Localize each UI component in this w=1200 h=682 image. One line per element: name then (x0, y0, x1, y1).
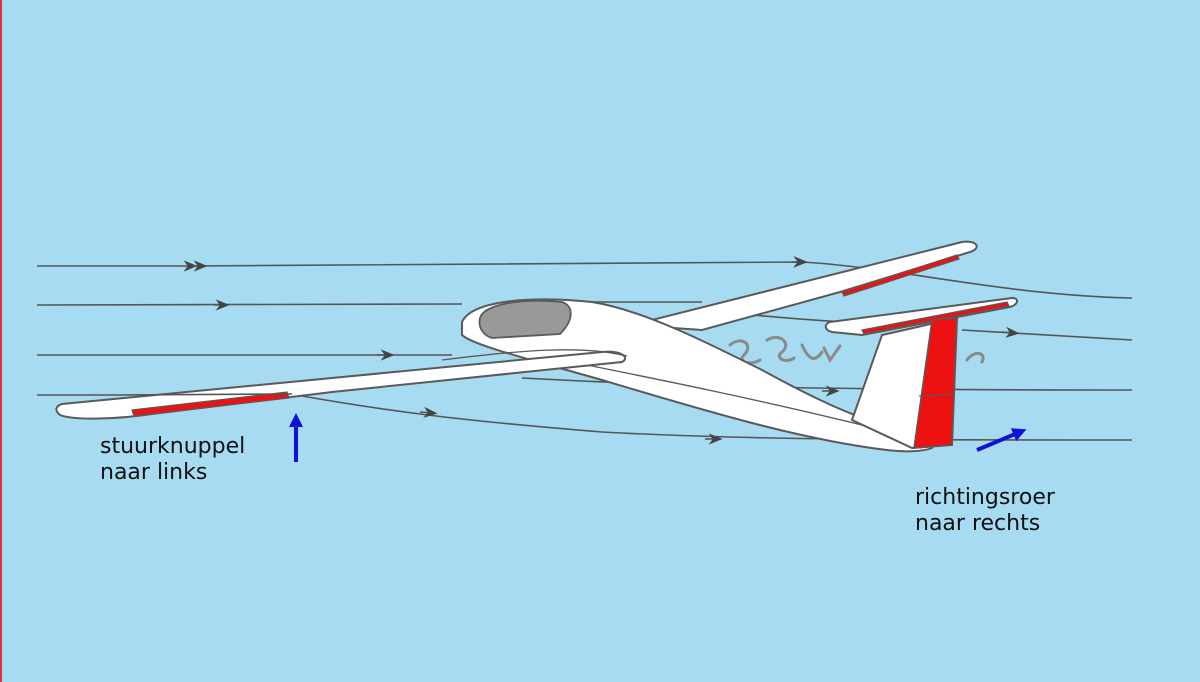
stick-left-label-line-2: naar links (100, 460, 208, 485)
rudder-right-label-line-1: richtingsroer (915, 485, 1055, 510)
near-wing (55, 349, 628, 420)
stick-left-label: stuurknuppel naar links (100, 434, 245, 486)
far-aileron (841, 254, 960, 297)
near-aileron (131, 391, 290, 417)
rudder-right-label: richtingsroer naar rechts (915, 485, 1055, 537)
rudder-right-label-line-2: naar rechts (915, 511, 1041, 536)
turbulence-swirls (728, 335, 985, 365)
stick-left-label-line-1: stuurknuppel (100, 434, 246, 459)
canopy (478, 299, 572, 339)
vertical-fin (850, 316, 959, 450)
streamline-6 (301, 395, 1133, 441)
rudder (913, 317, 958, 449)
streamline-3-rear (961, 329, 1133, 341)
streamlines-front (121, 393, 293, 396)
elevator (861, 301, 1010, 335)
streamline-3-arrow (1001, 326, 1020, 338)
fuselage (461, 298, 933, 453)
streamline-2 (36, 303, 463, 306)
far-wing (631, 240, 978, 332)
fuselage-line (561, 359, 883, 431)
streamline-1 (37, 256, 1133, 299)
rudder-deflection-arrow (976, 428, 1027, 452)
streamline-6-arrow (419, 406, 438, 418)
